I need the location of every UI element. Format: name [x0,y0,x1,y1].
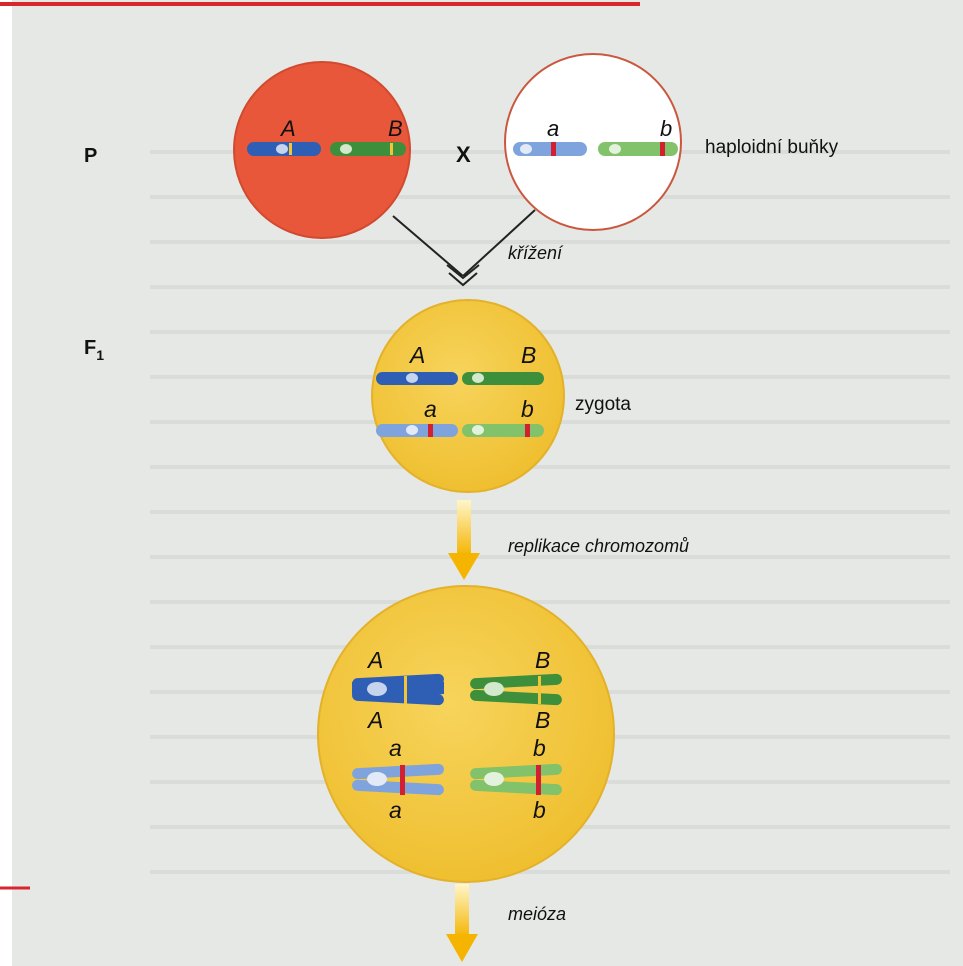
crossing-label: křížení [508,243,564,263]
zygote-allele-a: a [424,396,437,422]
replication-label: replikace chromozomů [508,536,689,556]
cross-symbol: X [456,142,471,167]
replicated-allele-b-top: b [533,735,546,761]
replicated-cell [318,586,614,882]
replicated-allele-B-top: B [535,647,550,673]
zygote-cell [372,300,564,492]
replicated-allele-A-bottom: A [366,707,383,733]
replicated-allele-a-top: a [389,735,402,761]
parent-chromosome-A [247,142,321,156]
zygote-chromosome-B [462,372,544,385]
zygote-allele-B: B [521,342,536,368]
allele-A-label: A [279,116,296,141]
haploid-cells-label: haploidní buňky [705,137,839,158]
zygote-label: zygota [575,394,631,415]
allele-B-label: B [388,116,403,141]
zygote-chromosome-a [376,424,458,437]
parent-chromosome-B [330,142,406,156]
replicated-chromosome-A [352,674,445,706]
allele-b-label: b [660,116,672,141]
replicated-allele-B-bottom: B [535,707,550,733]
parent-chromosome-a [513,142,587,156]
meiosis-label: meióza [508,904,566,924]
zygote-chromosome-A [376,372,458,385]
allele-a-label: a [547,116,559,141]
replicated-allele-b-bottom: b [533,797,546,823]
zygote-chromosome-b [462,424,544,437]
parent-chromosome-b [598,142,678,156]
generation-p-label: P [84,145,97,167]
zygote-allele-A: A [408,342,425,368]
replicated-allele-A-top: A [366,647,383,673]
replicated-allele-a-bottom: a [389,797,402,823]
zygote-allele-b: b [521,396,534,422]
